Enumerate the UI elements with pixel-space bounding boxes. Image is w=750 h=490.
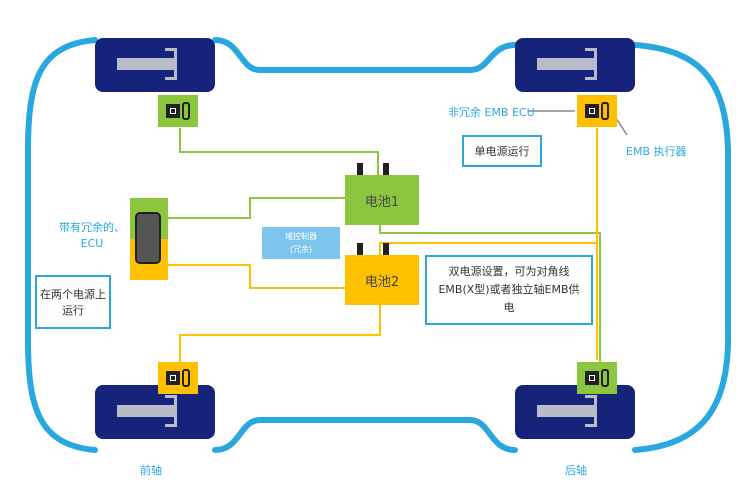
ecu-chip-icon xyxy=(585,371,599,385)
actuator-icon xyxy=(182,102,190,120)
non-redundant-ecu-label: 非冗余 EMB ECU xyxy=(448,106,535,119)
single-power-callout: 单电源运行 xyxy=(462,135,542,167)
emb-actuator-label: EMB 执行器 xyxy=(626,145,687,158)
ecu-chip-icon xyxy=(166,104,180,118)
emb-module-front-left xyxy=(158,95,198,127)
rear-axle-label: 后轴 xyxy=(565,464,587,477)
ecu-chip-icon xyxy=(166,371,180,385)
battery-1: 电池1 xyxy=(345,163,419,225)
wheel-rear-right xyxy=(515,385,635,439)
car-outline xyxy=(25,37,732,453)
emb-module-rear-right xyxy=(577,362,617,394)
orange-power-lines xyxy=(168,128,598,362)
battery-2: 电池2 xyxy=(345,243,419,305)
redundant-ecu xyxy=(130,198,168,280)
emb-module-rear-left xyxy=(158,362,198,394)
green-power-lines xyxy=(168,128,601,362)
front-axle-label: 前轴 xyxy=(140,464,162,477)
ecu-chip-icon xyxy=(585,104,599,118)
actuator-icon xyxy=(601,369,609,387)
redundant-ecu-label: 带有冗余的、ECU xyxy=(59,221,125,250)
ecu-icon xyxy=(135,212,161,264)
dual-supply-callout: 双电源设置，可为对角线EMB(X型)或者独立轴EMB供电 xyxy=(425,255,593,325)
wheel-rear-left xyxy=(95,385,215,439)
actuator-icon xyxy=(182,369,190,387)
dual-power-callout: 在两个电源上运行 xyxy=(35,275,111,329)
wheel-front-right xyxy=(515,38,635,92)
actuator-icon xyxy=(601,102,609,120)
emb-module-front-right xyxy=(577,95,617,127)
domain-controller: 域控制器(冗余) xyxy=(262,227,340,259)
wheel-front-left xyxy=(95,38,215,92)
